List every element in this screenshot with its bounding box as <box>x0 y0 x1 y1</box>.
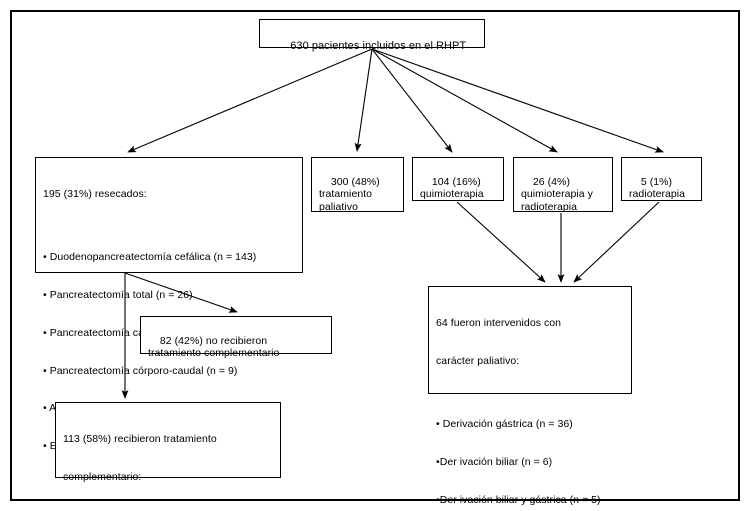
list-item: •Der ivación biliar y gástrica (n = 5) <box>436 493 601 506</box>
node-resected[interactable]: 195 (31%) resecados: • Duodenopancreatec… <box>35 157 303 452</box>
list-item: • Pancreatectomía total (n = 26) <box>43 288 193 301</box>
node-chemo-label: 104 (16%) quimioterapia <box>420 175 484 201</box>
node-complementary-heading: 113 (58%) recibieron tratamiento <box>63 433 217 446</box>
node-surgical-heading: 64 fueron intervenidos con <box>436 317 562 330</box>
node-radiotherapy[interactable]: 5 (1%) radioterapia <box>621 157 702 201</box>
node-surgical-palliative[interactable]: 64 fueron intervenidos con carácter pali… <box>428 286 632 506</box>
node-chemoradio-label: 26 (4%) quimioterapia y radioterapia <box>521 175 593 213</box>
node-chemotherapy[interactable]: 104 (16%) quimioterapia <box>412 157 504 201</box>
node-no-complementary-label: 82 (42%) no recibieron tratamiento compl… <box>148 334 280 360</box>
node-complementary-treatment[interactable]: 113 (58%) recibieron tratamiento complem… <box>55 402 281 483</box>
list-item: • Duodenopancreatectomía cefálica (n = 1… <box>43 251 257 264</box>
node-palliative-treatment[interactable]: 300 (48%) tratamiento paliativo <box>311 157 404 213</box>
node-chemoradiotherapy[interactable]: 26 (4%) quimioterapia y radioterapia <box>513 157 613 213</box>
node-no-complementary-treatment[interactable]: 82 (42%) no recibieron tratamiento compl… <box>140 316 332 359</box>
node-palliative-label: 300 (48%) tratamiento paliativo <box>319 175 380 213</box>
node-resected-heading: 195 (31%) resecados: <box>43 188 147 201</box>
node-surgical-subheading: carácter paliativo: <box>436 354 520 367</box>
list-item: • Pancreatectomía córporo-caudal (n = 9) <box>43 364 238 377</box>
node-radio-label: 5 (1%) radioterapia <box>629 175 686 201</box>
node-complementary-subheading: complementario: <box>63 470 142 483</box>
node-root-total-patients[interactable]: 630 pacientes incluidos en el RHPT <box>259 19 485 52</box>
node-surgical-list: • Derivación gástrica (n = 36) •Der ivac… <box>436 393 624 511</box>
list-item: •Der ivación biliar (n = 6) <box>436 455 553 468</box>
list-item: • Derivación gástrica (n = 36) <box>436 417 573 430</box>
diagram-outer-frame <box>10 10 740 501</box>
node-root-label: 630 pacientes incluidos en el RHPT <box>290 39 467 52</box>
